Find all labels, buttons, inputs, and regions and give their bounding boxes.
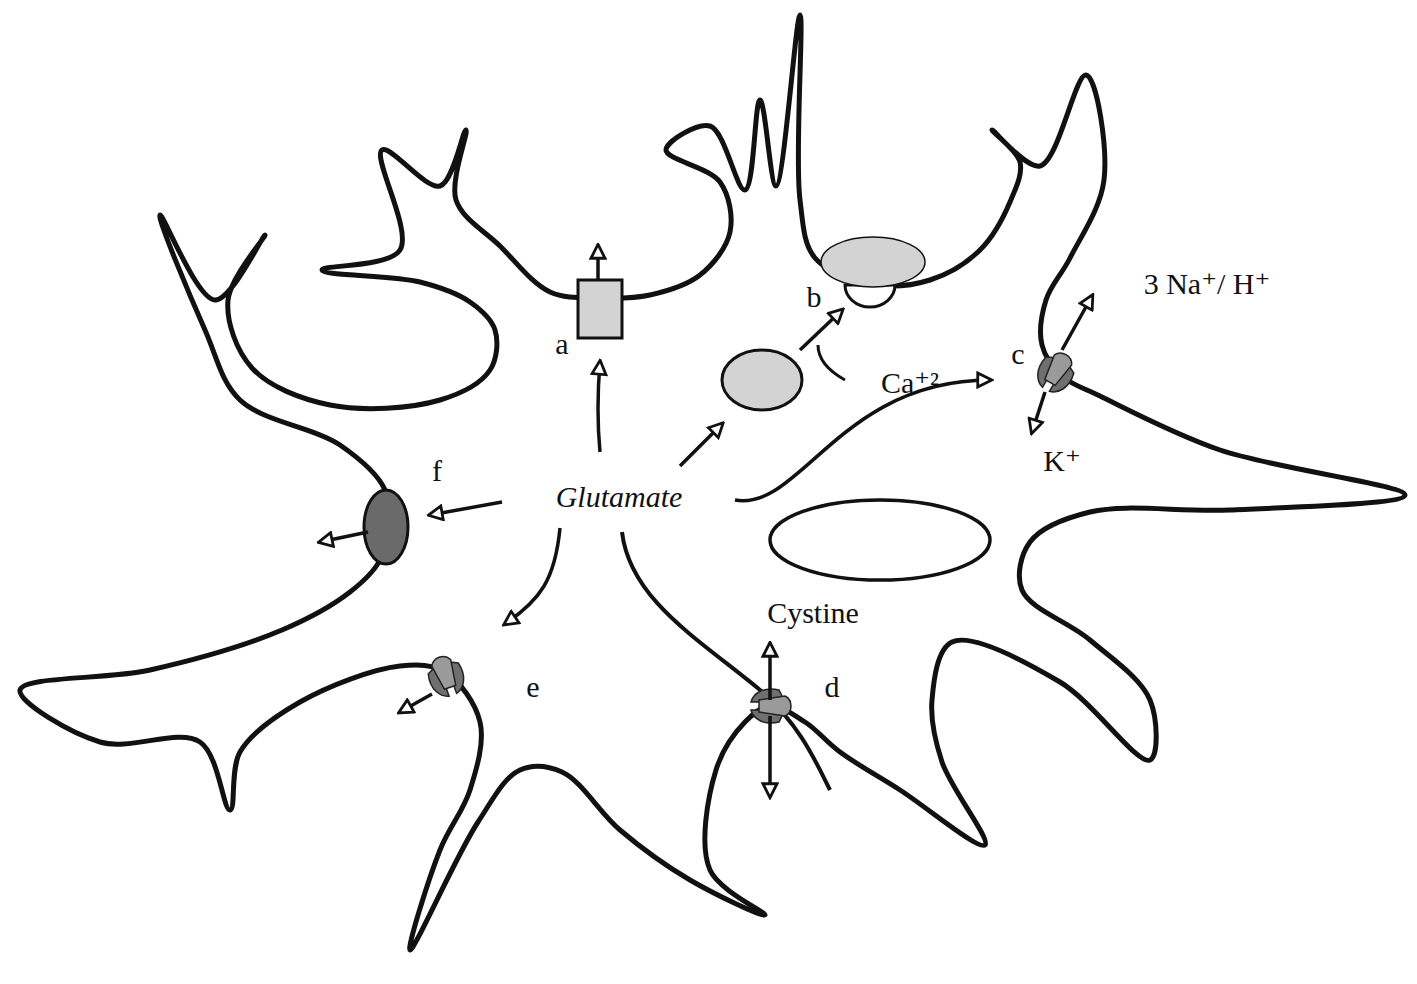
fusion-pore [845,285,895,307]
callout-letter: f [432,454,442,487]
flow-arrow [320,532,368,542]
flow-arrow [596,246,600,280]
flow-arrow [400,694,432,712]
ion-label: Ca⁺² [881,366,939,399]
flow-arrow [598,362,600,452]
channel-f [364,490,408,564]
flow-arrow [768,644,772,700]
flow-arrow [1062,296,1092,350]
ion-label: 3 Na⁺/ H⁺ [1144,267,1271,300]
hook-line [818,345,845,380]
flow-arrow [768,716,772,796]
receptor-a [578,280,622,338]
flow-arrow [1032,392,1045,432]
callout-letter: e [526,670,539,703]
flow-arrow [680,424,722,466]
ion-label: K⁺ [1043,444,1081,477]
callout-letter: b [807,280,822,313]
molecule-label: Glutamate [556,480,683,513]
cell-membrane [20,15,1405,950]
callout-letter: d [825,670,840,703]
flow-arrow [430,502,502,515]
exocytosis-vesicle [821,237,925,287]
callout-letter: c [1011,337,1024,370]
flow-arrow [735,380,990,501]
flow-arrow [505,528,560,624]
molecule-label: Cystine [767,596,859,629]
callout-letter: a [555,327,568,360]
arrow-group [320,246,1092,796]
process-line [622,532,830,790]
flow-arrow [800,310,842,350]
nucleus [770,500,990,580]
vesicle [722,350,802,410]
transporter-c [1031,346,1081,398]
